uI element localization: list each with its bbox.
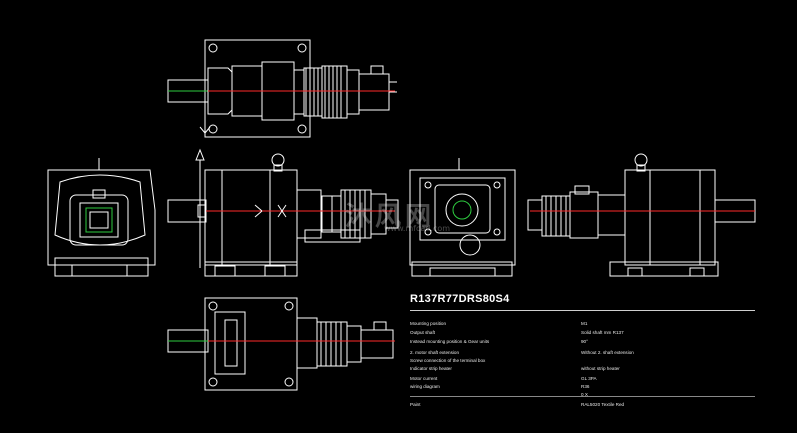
spec-label: Paint: [410, 402, 421, 407]
spec-label: Screw connection of the terminal box: [410, 358, 486, 363]
spec-value: 0 X: [581, 392, 588, 397]
spec-label: Mounting position: [410, 321, 447, 326]
end-view-motor: [409, 158, 516, 277]
spec-value: Without 2. shaft extension: [581, 350, 634, 355]
spec-rule: [410, 396, 755, 397]
side-view-right: [527, 153, 756, 277]
spec-value: R36: [581, 384, 590, 389]
spec-value: 90°: [581, 339, 588, 344]
spec-label: wiring diagram: [410, 384, 440, 389]
spec-label: 2. motor shaft extension: [410, 350, 460, 355]
drawing-title: R137R77DRS80S4: [410, 293, 510, 305]
spec-label: Output shaft: [410, 330, 436, 335]
spec-label: Instead mounting position & Gear units: [410, 339, 490, 344]
spec-value: GL 3PA: [581, 376, 597, 381]
bottom-view: [167, 297, 395, 391]
watermark: 沐风网: [345, 202, 436, 232]
spec-value: M1: [581, 321, 588, 326]
spec-value: Solid shaft mm R137: [581, 330, 624, 335]
top-view: [167, 39, 397, 138]
spec-label: Motor current: [410, 376, 438, 381]
title-rule: [410, 310, 755, 311]
spec-value: without strip heater: [581, 366, 620, 371]
end-view-left: [47, 158, 156, 277]
front-view: [167, 148, 399, 277]
spec-label: Indicator strip heater: [410, 366, 452, 371]
spec-value: RAL5020 Textile Red: [581, 402, 625, 407]
watermark-url: www.mfcad.com: [384, 224, 451, 233]
